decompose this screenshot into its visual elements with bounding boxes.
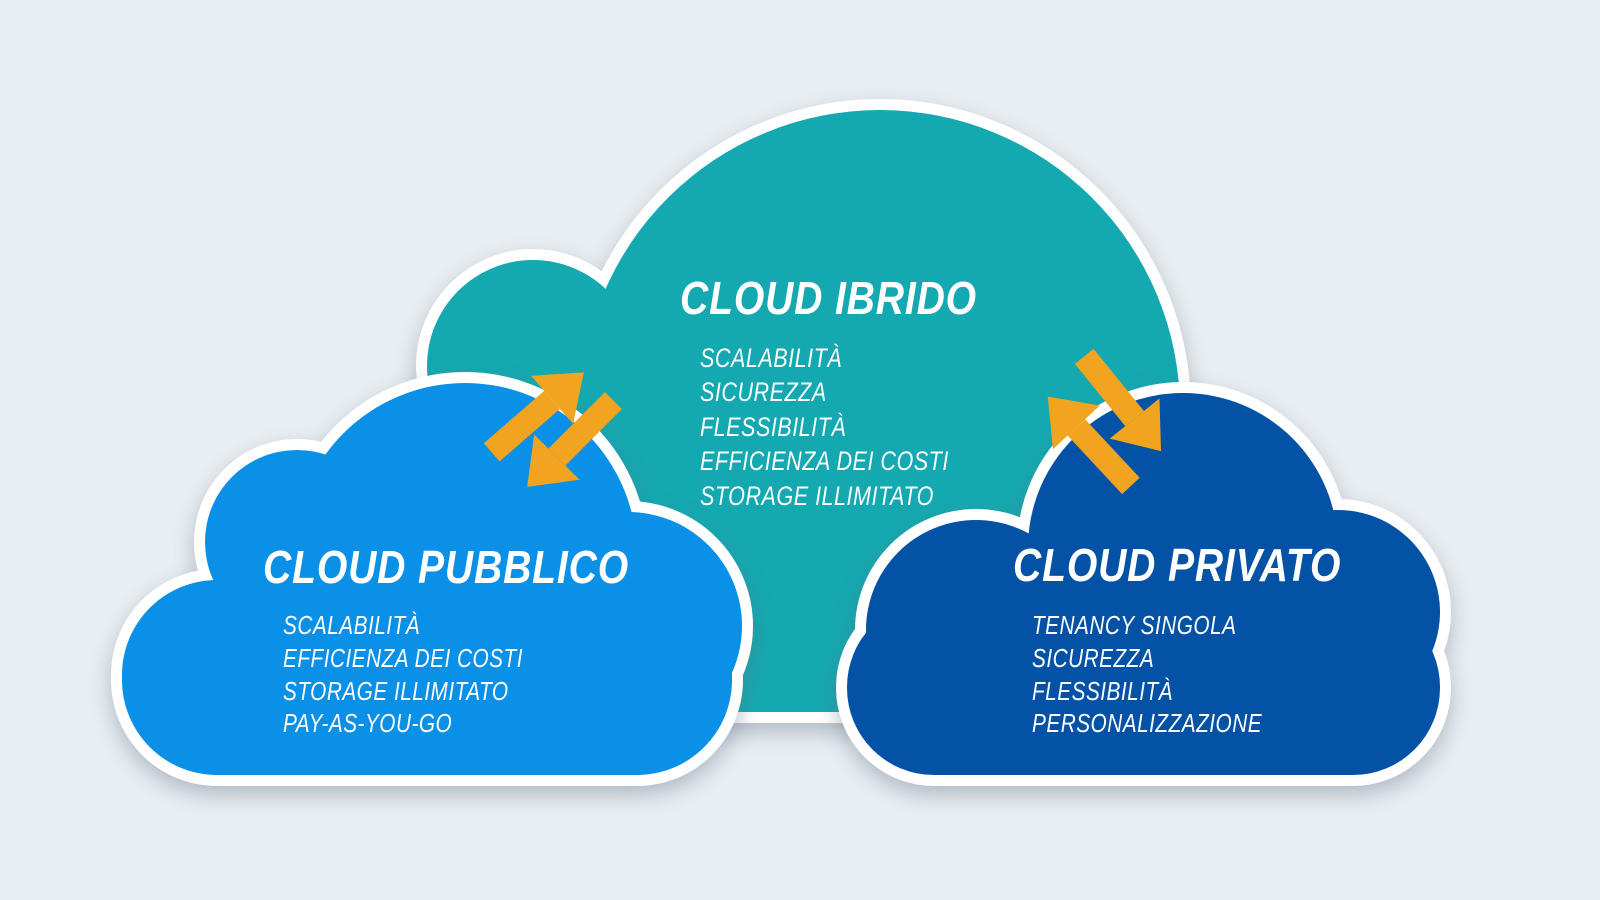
hybrid-feature: STORAGE ILLIMITATO [700,480,934,511]
private-cloud-title: CLOUD PRIVATO [1013,539,1342,591]
private-feature: SICUREZZA [1032,642,1155,673]
hybrid-feature: SICUREZZA [700,377,827,408]
public-cloud-title: CLOUD PUBBLICO [263,541,629,593]
public-feature: EFFICIENZA DEI COSTI [283,642,523,673]
transfer-arrows-right-icon [1047,348,1162,495]
arrow-up-left-icon [1047,396,1140,495]
hybrid-feature: EFFICIENZA DEI COSTI [700,446,949,477]
arrow-down-left-icon [527,392,622,487]
hybrid-cloud-feature-list: SCALABILITÀ SICUREZZA FLESSIBILITÀ EFFIC… [700,341,949,513]
hybrid-feature: FLESSIBILITÀ [700,411,847,442]
private-cloud-feature-list: TENANCY SINGOLA SICUREZZA FLESSIBILITÀ P… [1032,609,1262,740]
public-feature: SCALABILITÀ [283,610,421,640]
private-cloud-fill [847,393,1440,775]
private-cloud-shape [836,382,1451,786]
public-cloud-feature-list: SCALABILITÀ EFFICIENZA DEI COSTI STORAGE… [283,609,523,740]
arrow-down-right-icon [1074,348,1162,452]
private-feature: TENANCY SINGOLA [1032,610,1237,640]
hybrid-feature: SCALABILITÀ [700,343,843,373]
hybrid-cloud-title: CLOUD IBRIDO [680,272,977,324]
public-cloud-fill [122,383,742,775]
arrow-up-right-icon [483,372,584,462]
transfer-arrows-left-icon [483,372,622,487]
public-feature: PAY-AS-YOU-GO [283,708,453,739]
public-cloud-shape [111,372,753,786]
private-feature: PERSONALIZZAZIONE [1032,708,1263,739]
private-feature: FLESSIBILITÀ [1032,675,1174,706]
public-feature: STORAGE ILLIMITATO [283,675,509,706]
